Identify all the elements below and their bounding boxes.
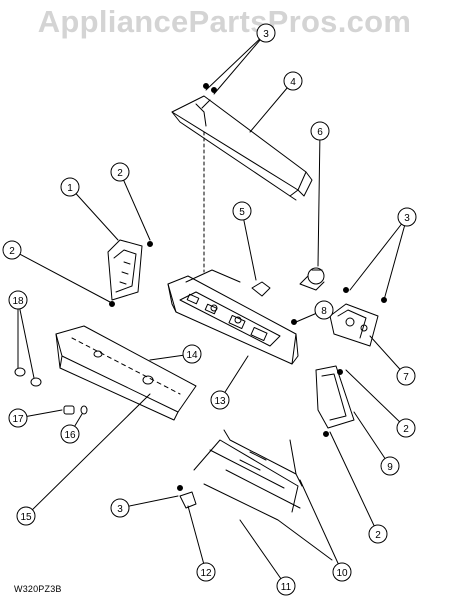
callout-3c: 3 <box>110 498 130 518</box>
callout-16: 16 <box>60 424 80 444</box>
svg-text:2: 2 <box>117 168 123 179</box>
svg-text:7: 7 <box>403 372 409 383</box>
timer-assembly <box>329 303 379 347</box>
callout-2c: 2 <box>396 418 416 438</box>
left-end-cap <box>107 239 143 301</box>
callout-17: 17 <box>8 408 28 428</box>
svg-text:18: 18 <box>12 296 24 307</box>
callout-1: 1 <box>60 177 80 197</box>
callouts: 3 4 6 2 1 5 3 2 18 8 14 7 13 17 16 2 15 … <box>2 23 417 596</box>
svg-text:6: 6 <box>317 127 323 138</box>
control-console-panel <box>167 269 299 365</box>
front-control-panel <box>55 325 197 421</box>
callout-3a: 3 <box>256 23 276 43</box>
callout-10: 10 <box>332 562 352 582</box>
callout-14: 14 <box>182 344 202 364</box>
knob-parts <box>14 367 88 415</box>
callout-11: 11 <box>276 576 296 596</box>
svg-text:3: 3 <box>117 504 123 515</box>
svg-text:12: 12 <box>200 568 212 579</box>
callout-3b: 3 <box>397 207 417 227</box>
cabinet-top <box>193 429 333 561</box>
callout-12: 12 <box>196 562 216 582</box>
right-end-cap <box>315 365 355 429</box>
selector-switch <box>299 267 325 291</box>
callout-15: 15 <box>16 506 36 526</box>
svg-text:10: 10 <box>336 568 348 579</box>
leader-lines <box>11 32 408 587</box>
push-button-switch <box>251 281 271 297</box>
svg-text:2: 2 <box>375 530 381 541</box>
callout-6: 6 <box>310 121 330 141</box>
svg-text:13: 13 <box>214 396 226 407</box>
svg-text:14: 14 <box>186 350 198 361</box>
callout-5: 5 <box>232 201 252 221</box>
callout-13: 13 <box>210 390 230 410</box>
callout-8: 8 <box>314 300 334 320</box>
mounting-bracket <box>179 491 197 509</box>
screws <box>109 83 387 491</box>
console-back-cover <box>171 95 313 201</box>
svg-text:2: 2 <box>9 246 15 257</box>
svg-text:11: 11 <box>281 582 292 593</box>
callout-18: 18 <box>8 290 28 310</box>
svg-text:2: 2 <box>403 424 409 435</box>
callout-2b: 2 <box>2 240 22 260</box>
callout-9: 9 <box>380 456 400 476</box>
diagram-code: W320PZ3B <box>14 584 62 594</box>
callout-2d: 2 <box>368 524 388 544</box>
svg-text:8: 8 <box>321 306 327 317</box>
svg-text:1: 1 <box>67 183 73 194</box>
svg-text:3: 3 <box>263 29 269 40</box>
svg-text:16: 16 <box>64 430 76 441</box>
svg-text:9: 9 <box>387 462 393 473</box>
svg-text:15: 15 <box>20 512 32 523</box>
callout-7: 7 <box>396 366 416 386</box>
svg-text:3: 3 <box>404 213 410 224</box>
svg-text:4: 4 <box>290 77 296 88</box>
callout-4: 4 <box>283 71 303 91</box>
svg-text:5: 5 <box>239 207 245 218</box>
callout-2a: 2 <box>110 162 130 182</box>
svg-text:17: 17 <box>12 414 24 425</box>
